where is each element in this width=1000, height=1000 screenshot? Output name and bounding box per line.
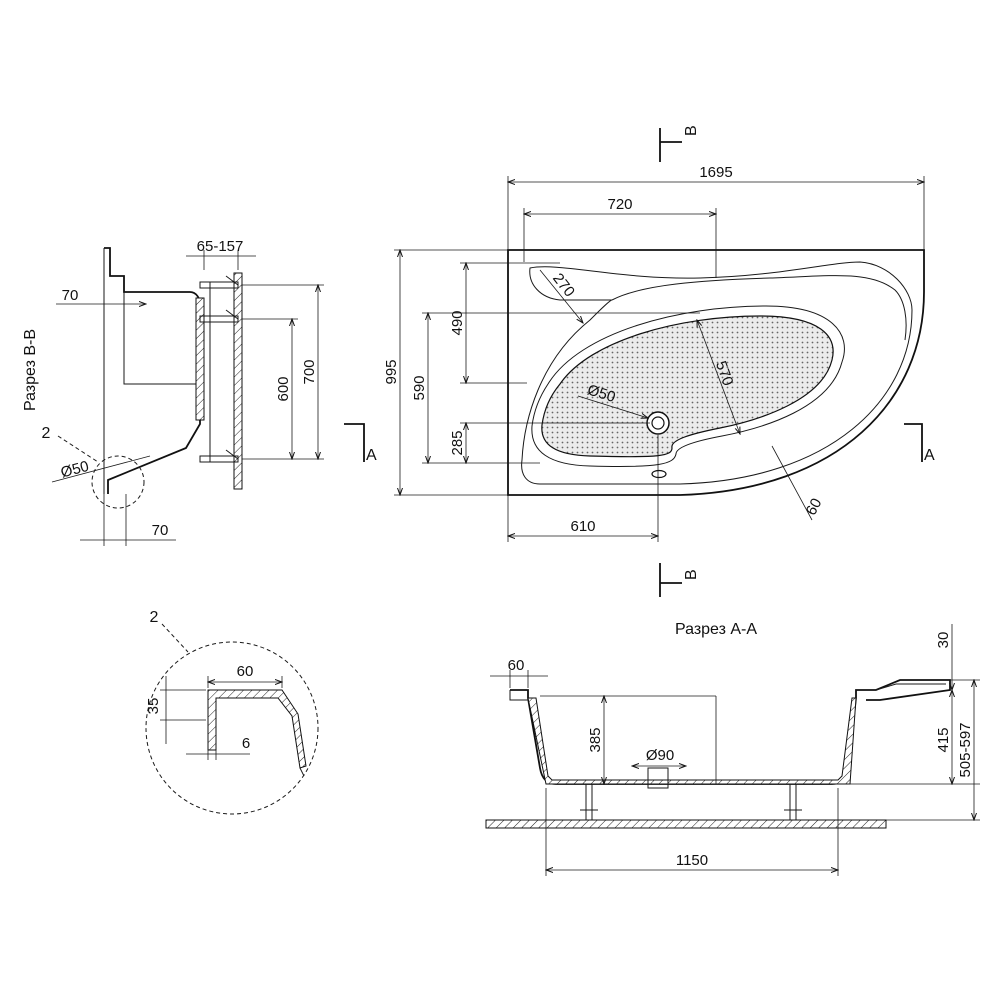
detail-circle bbox=[145, 641, 319, 815]
wall-hatch bbox=[233, 272, 243, 490]
bb-shell-profile bbox=[104, 247, 201, 494]
dim-rim-60: 60 bbox=[803, 496, 826, 519]
overflow-icon bbox=[651, 469, 667, 479]
aa-legs bbox=[580, 784, 802, 820]
cut-b-bottom: B bbox=[683, 569, 700, 580]
detail-profile bbox=[207, 689, 307, 769]
dim-radius-270: 270 bbox=[549, 270, 578, 300]
floor-hatch bbox=[485, 819, 887, 829]
dim-aa-385: 385 bbox=[587, 727, 604, 752]
dim-detail-60: 60 bbox=[237, 663, 254, 680]
dim-total-width: 995 bbox=[383, 359, 400, 384]
dim-drain-bb: Ø50 bbox=[59, 458, 91, 482]
dim-adjust: 65-157 bbox=[197, 238, 244, 255]
cut-b-top: B bbox=[683, 125, 700, 136]
cut-a-right: A bbox=[924, 447, 935, 464]
basin-textured-bottom bbox=[541, 315, 834, 458]
dim-aa-30: 30 bbox=[935, 632, 952, 649]
dim-upper-length: 720 bbox=[607, 196, 632, 213]
aa-drain bbox=[647, 767, 669, 789]
cut-a-left: A bbox=[366, 447, 377, 464]
bath-inner-contour bbox=[521, 261, 913, 485]
dim-bottom-70: 70 bbox=[152, 522, 169, 539]
plan-view: 1695 720 995 590 490 285 270 570 Ø5 bbox=[344, 125, 935, 597]
detail-view: 2 60 35 6 bbox=[145, 609, 319, 815]
dim-drain-offset: 610 bbox=[570, 518, 595, 535]
seat-curve bbox=[611, 275, 907, 341]
section-aa: Разрез A-A 60 385 Ø90 30 415 bbox=[485, 621, 980, 876]
dim-detail-35: 35 bbox=[145, 698, 162, 715]
dim-h-700: 700 bbox=[301, 359, 318, 384]
dim-aa-1150: 1150 bbox=[676, 852, 708, 869]
dim-aa-415: 415 bbox=[935, 727, 952, 752]
dim-aa-90: Ø90 bbox=[646, 747, 674, 764]
dim-width-590: 590 bbox=[411, 375, 428, 400]
bath-outer-rim bbox=[507, 249, 925, 496]
section-bb-title: Разрез B-B bbox=[22, 329, 39, 411]
dim-aa-total: 505-597 bbox=[957, 722, 974, 777]
callout-2-detail: 2 bbox=[150, 609, 159, 626]
dim-top-70: 70 bbox=[62, 287, 79, 304]
detail-circle-2 bbox=[91, 455, 145, 509]
dim-detail-6: 6 bbox=[242, 735, 250, 752]
section-bb: Разрез B-B 65-157 700 600 bbox=[22, 238, 324, 546]
dim-width-285: 285 bbox=[449, 430, 466, 455]
dim-h-600: 600 bbox=[275, 376, 292, 401]
section-aa-title: Разрез A-A bbox=[675, 621, 757, 638]
dim-aa-60: 60 bbox=[508, 657, 525, 674]
dim-width-490: 490 bbox=[449, 310, 466, 335]
dim-total-length: 1695 bbox=[699, 164, 732, 181]
callout-2-bb: 2 bbox=[42, 425, 51, 442]
